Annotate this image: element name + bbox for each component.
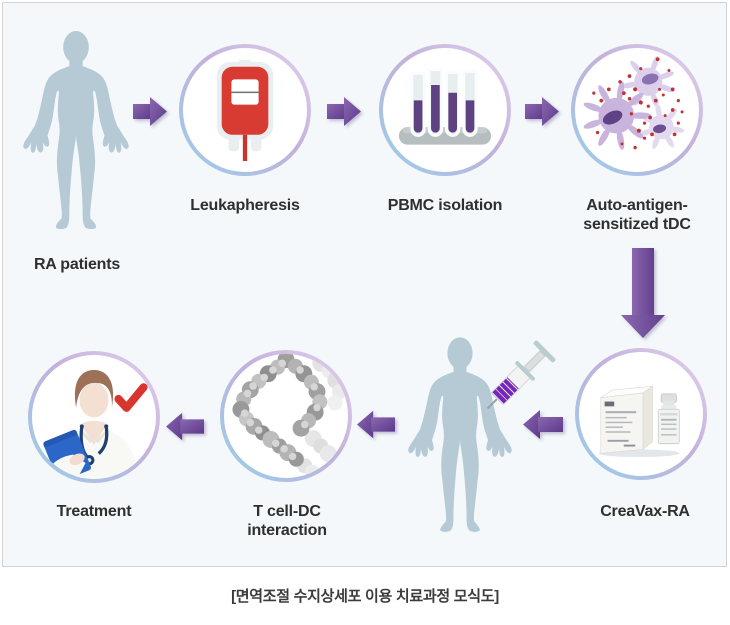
arrow-left-icon — [166, 412, 204, 441]
doctor-icon — [43, 370, 140, 479]
arrow-right-icon — [133, 97, 167, 126]
checkmark-icon — [114, 383, 148, 412]
tcell-label-line1: T cell-DC — [253, 503, 321, 520]
ra-patients-label: RA patients — [33, 256, 121, 273]
creavax-circle — [575, 348, 707, 480]
pbmc-label: PBMC isolation — [387, 197, 503, 214]
vaccine-box-vial-icon — [598, 385, 680, 458]
tdc-label: Auto-antigen- sensitized tDC — [562, 196, 712, 234]
tcell-label: T cell-DC interaction — [212, 502, 362, 540]
creavax-label: CreaVax-RA — [600, 503, 690, 520]
test-tubes-icon — [398, 68, 492, 145]
arrow-left-icon — [523, 410, 563, 439]
tdc-label-line1: Auto-antigen- — [586, 197, 688, 214]
treatment-label: Treatment — [56, 503, 132, 520]
leukapheresis-circle — [179, 44, 311, 176]
arrow-down-icon — [621, 248, 665, 338]
tcell-label-line2: interaction — [247, 522, 327, 539]
arrow-right-icon — [327, 97, 361, 126]
blood-bag-icon — [216, 59, 274, 161]
arrow-right-icon — [525, 97, 559, 126]
dendritic-cells-icon — [583, 56, 685, 150]
diagram-caption: [면역조절 수지상세포 이용 치료과정 모식도] — [231, 588, 499, 605]
arrow-left-icon — [357, 410, 395, 439]
tdc-label-line2: sensitized tDC — [583, 216, 691, 233]
human-silhouette-icon — [408, 337, 512, 532]
tcell-circle — [220, 350, 352, 482]
leukapheresis-label: Leukapheresis — [190, 197, 300, 214]
cell-cluster-icon — [232, 354, 348, 478]
pbmc-circle — [379, 44, 511, 176]
human-silhouette-icon — [23, 31, 129, 230]
treatment-circle — [28, 351, 160, 483]
tdc-circle — [571, 44, 703, 176]
